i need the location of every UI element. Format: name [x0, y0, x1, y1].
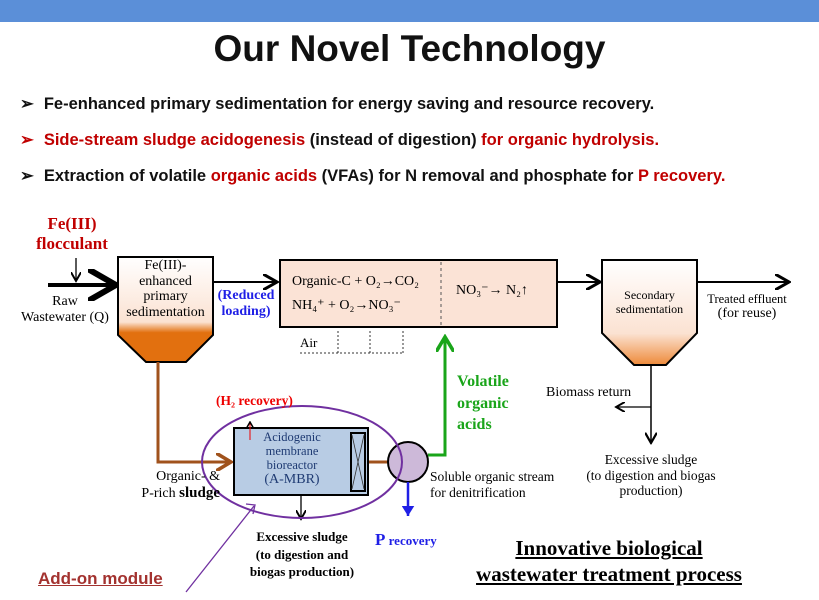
label-line: Excessive sludge: [256, 529, 348, 544]
bullet-2: ➢ Side-stream sludge acidogenesis (instea…: [20, 130, 659, 150]
label-line: bioreactor: [266, 457, 318, 472]
bullet-arrow-icon: ➢: [20, 167, 34, 185]
label-line: sedimentation: [615, 301, 684, 316]
bullet-1: ➢ Fe-enhanced primary sedimentation for e…: [20, 94, 654, 114]
label-line: loading): [221, 304, 271, 320]
label-line: biogas production): [249, 564, 355, 580]
sludge-line: [156, 362, 231, 462]
label-line: Acidogenic: [263, 430, 321, 444]
label-line: Soluble organic stream: [430, 469, 555, 484]
label-line: Fe(III)-: [144, 258, 187, 273]
bullet-text: Side-stream sludge acidogenesis: [43, 131, 306, 149]
h2-recovery-label: (H₂ recovery): [216, 393, 293, 408]
bullet-text: organic acids: [210, 167, 318, 185]
label-line: wastewater treatment process: [476, 562, 742, 587]
addon-module-label: Add-on module: [38, 569, 163, 588]
label-line: Secondary: [624, 288, 675, 302]
label-line: (to digestion and: [255, 546, 349, 562]
treated-effluent-label: Treated effluent(for reuse): [700, 292, 794, 322]
addon-pointer: [185, 505, 255, 593]
label-line: (Reduced: [217, 288, 275, 303]
a-mbr-reactor: [233, 427, 369, 496]
label-line: Volatile: [457, 373, 509, 390]
label-line: organic: [457, 394, 509, 412]
bullet-arrow-icon: ➢: [20, 131, 34, 149]
bullet-text: for organic hydrolysis.: [481, 131, 660, 149]
excessive-sludge-right-label: Excessive sludge(to digestion and biogas…: [580, 452, 722, 499]
sludge-label: Organic- & P-rich sludge: [126, 469, 220, 502]
secondary-sedimentation-tank: [601, 259, 698, 366]
bullet-text: (VFAs) for N removal and phosphate for: [317, 167, 638, 185]
label-line: Treated effluent: [707, 292, 787, 306]
label-line: acids: [457, 416, 492, 434]
label-line: enhanced: [139, 273, 192, 289]
label-line: (to digestion and biogas: [586, 467, 716, 483]
label-line: flocculant: [36, 233, 108, 253]
addon-module-outline: [201, 405, 403, 519]
air-label: Air: [300, 335, 318, 350]
label-line: Fe(III): [47, 214, 97, 233]
label-line: Innovative biological: [515, 536, 703, 560]
flow-arrows: [48, 258, 789, 519]
label-line: membrane: [265, 443, 319, 458]
nitrification-reaction-2: NH₄⁺ + O₂→NO₃⁻: [292, 298, 401, 313]
vfa-line: [428, 337, 445, 457]
bullet-arrow-icon: ➢: [20, 95, 34, 113]
bullet-text: Fe-enhanced primary sedimentation for en…: [43, 95, 655, 113]
nitrification-reaction-1: Organic-C + O₂→CO₂: [292, 274, 420, 289]
label-line: (for reuse): [717, 306, 777, 322]
bullet-text: P recovery.: [637, 167, 726, 185]
vfa-label: Volatile organic acids: [457, 371, 509, 436]
air-lines: [300, 331, 404, 354]
label-line: P-rich: [141, 486, 180, 502]
label-line: (A-MBR): [264, 472, 320, 488]
membrane-module-icon: [350, 432, 366, 492]
top-banner: [0, 0, 819, 22]
label-line: recovery: [385, 533, 437, 548]
label-line: Organic- &: [156, 469, 220, 484]
slide-title: Our Novel Technology: [213, 28, 606, 69]
excessive-sludge-bottom-label: Excessive sludge (to digestion and biogas …: [232, 528, 372, 581]
label-line: sludge: [179, 485, 220, 502]
bullet-text: (instead of digestion): [305, 131, 482, 149]
flocculant-label: Fe(III)flocculant: [32, 214, 112, 253]
aerobic-reactor: [279, 259, 558, 328]
biomass-return-label: Biomass return: [546, 385, 632, 400]
separator-unit: [387, 441, 429, 483]
label-line: primary: [143, 289, 188, 305]
label-line: sedimentation: [126, 305, 205, 321]
bullet-text: Extraction of volatile: [43, 167, 211, 185]
primary-sedimentation-tank: [117, 256, 214, 363]
denitrification-reaction: NO₃⁻→ N₂↑: [456, 283, 528, 298]
label-line: Wastewater (Q): [21, 310, 109, 326]
label-line: Excessive sludge: [604, 452, 698, 467]
bullet-3: ➢ Extraction of volatile organic acids (V…: [20, 166, 725, 186]
label-line: production): [619, 483, 683, 499]
label-line: P: [375, 530, 386, 549]
label-line: Raw: [52, 294, 78, 309]
label-line: for denitrification: [430, 484, 526, 500]
p-recovery-label: P recovery: [375, 530, 437, 550]
